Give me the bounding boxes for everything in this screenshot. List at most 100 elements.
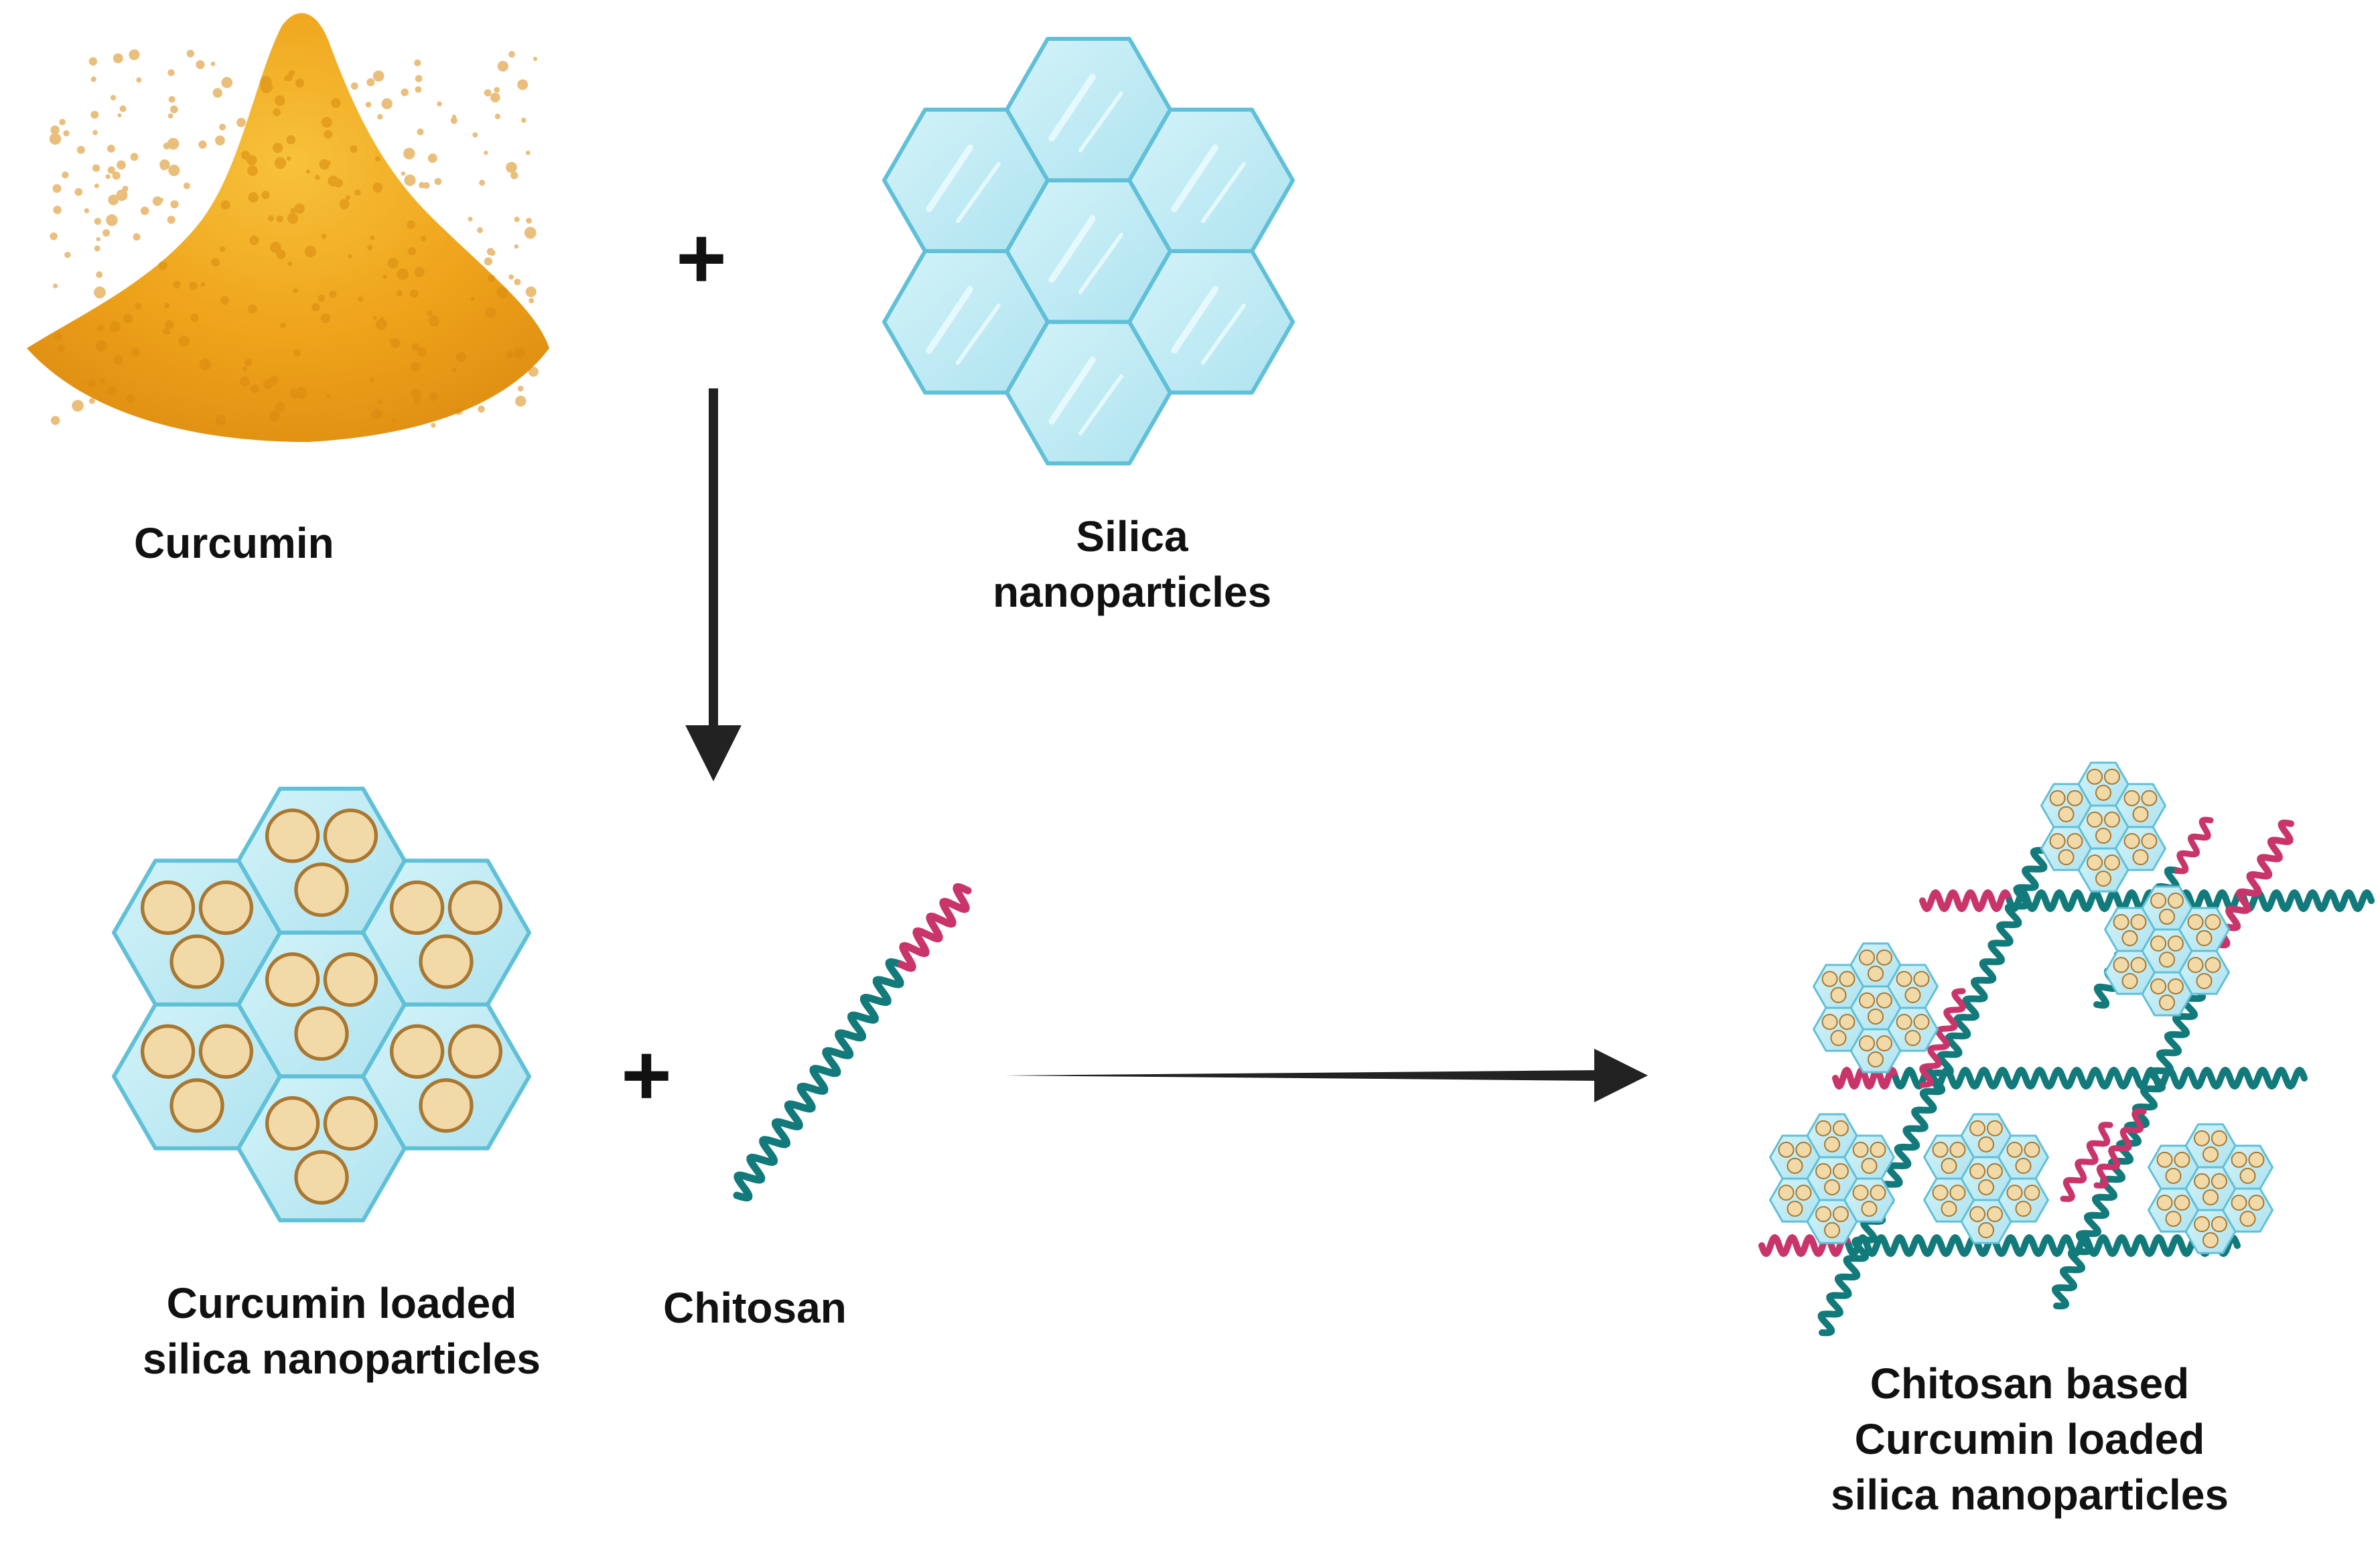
polymer-chain	[2214, 819, 2294, 949]
curcumin-particle	[2015, 1200, 2032, 1217]
curcumin-particle	[419, 1078, 474, 1133]
curcumin-particle	[2095, 784, 2111, 801]
hexagon-cell	[1849, 985, 1902, 1031]
silica-nanoparticles-honeycomb	[882, 37, 1295, 465]
curcumin-particle	[1832, 1205, 1849, 1222]
curcumin-particle	[1941, 1157, 1957, 1174]
curcumin-particle	[323, 808, 378, 863]
curcumin-loaded-label: Curcumin loaded silica nanoparticles	[107, 1276, 576, 1387]
curcumin-particle	[2130, 913, 2147, 930]
curcumin-particle	[2132, 806, 2149, 822]
curcumin-particle	[2058, 848, 2075, 865]
curcumin-particle	[198, 1024, 254, 1079]
hexagon-cell	[2040, 783, 2092, 828]
curcumin-particle	[2103, 854, 2120, 871]
curcumin-particle	[2248, 1194, 2265, 1211]
curcumin-particle	[1978, 1179, 1994, 1195]
curcumin-particle	[2113, 956, 2129, 973]
curcumin-particle	[2159, 951, 2175, 968]
curcumin-particle	[1913, 970, 1930, 987]
curcumin-particle	[1778, 1184, 1795, 1201]
curcumin-particle	[447, 880, 503, 936]
curcumin-particle	[1949, 1184, 1966, 1201]
curcumin-particle	[2103, 811, 2120, 828]
hexagon-cell	[882, 249, 1050, 395]
silica-label-line2: nanoparticles	[992, 568, 1272, 617]
curcumin-particle	[2123, 790, 2140, 806]
curcumin-particle	[2167, 978, 2184, 994]
curcumin-particle	[2006, 1141, 2023, 1158]
curcumin-particle	[2087, 768, 2103, 785]
curcumin-particle	[2174, 1194, 2190, 1211]
hexagon-cell	[1769, 1177, 1821, 1223]
curcumin-particle	[1876, 992, 1892, 1009]
curcumin-particle	[1815, 1163, 1832, 1179]
hexagon-cell	[2141, 971, 2193, 1017]
curcumin-particle	[1824, 1222, 1840, 1239]
curcumin-particle	[1969, 1163, 1986, 1179]
curcumin-particle	[1859, 992, 1876, 1009]
curcumin-particle	[2006, 1184, 2023, 1201]
polymer-chain	[1817, 846, 2048, 1337]
curcumin-particle	[2150, 892, 2167, 909]
polymer-chain	[2006, 889, 2375, 912]
curcumin-particle	[2095, 827, 2111, 844]
curcumin-particle	[2194, 1130, 2211, 1146]
curcumin-particle	[2167, 892, 2184, 909]
curcumin-particle	[1868, 965, 1884, 982]
curcumin-particle	[2167, 935, 2184, 952]
curcumin-particle	[2024, 1141, 2040, 1158]
curcumin-particle	[140, 880, 196, 936]
curcumin-particle	[2141, 790, 2158, 806]
curcumin-loaded-honeycomb	[112, 786, 531, 1223]
curcumin-particle	[1859, 949, 1876, 966]
curcumin-particle	[2087, 854, 2103, 871]
curcumin-particle	[2024, 1184, 2040, 1201]
curcumin-particle	[2231, 1194, 2247, 1211]
curcumin-particle	[2194, 1215, 2211, 1232]
curcumin-particle	[1969, 1120, 1986, 1136]
curcumin-particle	[2204, 956, 2221, 973]
hexagon-cell	[361, 1002, 531, 1150]
plus-sign-top: +	[676, 209, 727, 307]
hexagon-cell	[236, 930, 407, 1079]
curcumin-particle	[2202, 1146, 2219, 1163]
curcumin-particle	[419, 934, 474, 989]
curcumin-particle	[1852, 1141, 1869, 1158]
hexagon-cell	[2115, 826, 2166, 871]
hexagon-cell	[1806, 1113, 1858, 1159]
curcumin-particle	[1949, 1141, 1966, 1158]
curcumin-particle	[389, 1024, 445, 1079]
curcumin-particle	[2156, 1194, 2173, 1211]
curcumin-particle	[1824, 1136, 1840, 1153]
curcumin-particle	[1795, 1141, 1812, 1158]
curcumin-particle	[323, 952, 378, 1007]
curcumin-particle	[2015, 1157, 2032, 1174]
curcumin-particle	[1986, 1163, 2003, 1179]
right-arrow	[1005, 1049, 1648, 1102]
curcumin-particle	[1870, 1141, 1886, 1158]
hexagon-cell	[1769, 1134, 1821, 1180]
curcumin-particle	[265, 952, 320, 1007]
hexagon-cell	[236, 786, 407, 935]
curcumin-loaded-label-line1: Curcumin loaded	[166, 1279, 517, 1327]
hexagon-cell	[2104, 950, 2156, 995]
curcumin-particle	[2196, 972, 2213, 989]
curcumin-particle	[1986, 1120, 2003, 1136]
curcumin-particle	[2239, 1167, 2256, 1184]
curcumin-particle	[1778, 1141, 1795, 1158]
polymer-chain	[2060, 1122, 2113, 1202]
curcumin-particle	[1986, 1205, 2003, 1222]
curcumin-particle	[2174, 1151, 2190, 1168]
hexagon-cell	[2115, 783, 2166, 828]
curcumin-particle	[1795, 1184, 1812, 1201]
curcumin-particle	[2202, 1232, 2219, 1249]
hexagon-cell	[1923, 1177, 1975, 1223]
hexagon-cell	[1849, 1028, 1902, 1073]
curcumin-particle	[2248, 1151, 2265, 1168]
curcumin-particle	[2049, 832, 2066, 849]
hexagon-cell	[2184, 1123, 2237, 1169]
curcumin-particle	[140, 1024, 196, 1079]
final-label-line1: Chitosan based	[1870, 1359, 2190, 1408]
hexagon-cell	[2141, 928, 2193, 974]
